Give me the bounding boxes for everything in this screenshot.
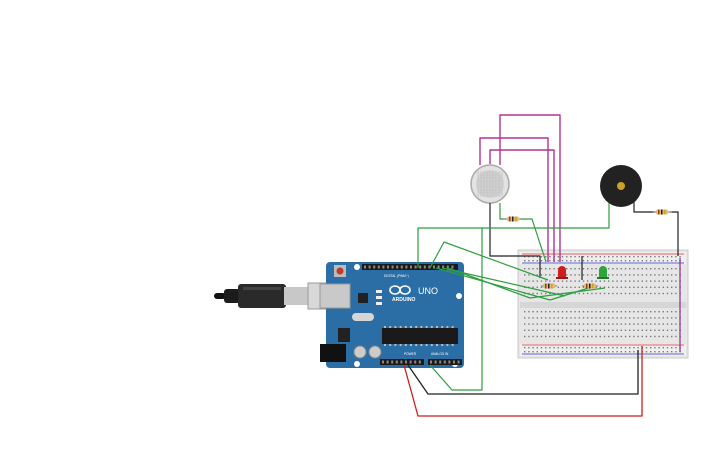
usb-cable[interactable] bbox=[214, 282, 335, 310]
breadboard-holes bbox=[524, 256, 681, 353]
wires bbox=[403, 114, 681, 417]
capacitor bbox=[353, 345, 367, 359]
atmega-chip bbox=[382, 328, 458, 344]
digital-header-label: DIGITAL (PWM~) bbox=[384, 274, 409, 278]
regulator bbox=[338, 328, 350, 342]
wire-green bbox=[429, 241, 549, 281]
resistor[interactable] bbox=[541, 283, 557, 289]
brand-label: ARDUINO bbox=[392, 297, 415, 303]
piezo-buzzer[interactable] bbox=[600, 165, 642, 207]
green-led[interactable] bbox=[597, 266, 609, 279]
wire-black bbox=[633, 200, 655, 213]
analog-header-label: ANALOG IN bbox=[431, 352, 449, 356]
wire-magenta bbox=[479, 137, 549, 262]
power-header-label: POWER bbox=[404, 352, 417, 356]
model-label: UNO bbox=[418, 286, 438, 296]
wire-magenta bbox=[499, 114, 561, 262]
wire-red bbox=[403, 346, 643, 417]
wire-green bbox=[520, 218, 547, 263]
reset-button-cap[interactable] bbox=[336, 267, 344, 275]
wire-green bbox=[499, 203, 506, 220]
wire-green bbox=[435, 267, 596, 301]
wire-black bbox=[670, 211, 679, 256]
arduino-uno[interactable]: ARDUINO UNO DIGITAL (PWM~) POWER ANALOG … bbox=[319, 262, 464, 368]
wire-black bbox=[489, 203, 541, 278]
arduino-logo bbox=[389, 285, 411, 295]
resistor[interactable] bbox=[504, 216, 522, 222]
gas-sensor[interactable] bbox=[470, 164, 510, 204]
wire-black bbox=[407, 350, 639, 395]
wire-magenta bbox=[489, 149, 555, 262]
wire-green bbox=[447, 267, 606, 299]
resistor[interactable] bbox=[653, 209, 672, 215]
crystal bbox=[352, 313, 374, 321]
wire-green bbox=[417, 203, 610, 268]
breadboard[interactable] bbox=[517, 249, 689, 359]
wire-green bbox=[429, 228, 483, 391]
usb-chip bbox=[358, 293, 368, 303]
usb-port[interactable] bbox=[319, 283, 351, 309]
resistor[interactable] bbox=[582, 283, 598, 289]
capacitor bbox=[368, 345, 382, 359]
power-jack[interactable] bbox=[320, 344, 346, 362]
red-led[interactable] bbox=[556, 266, 568, 279]
